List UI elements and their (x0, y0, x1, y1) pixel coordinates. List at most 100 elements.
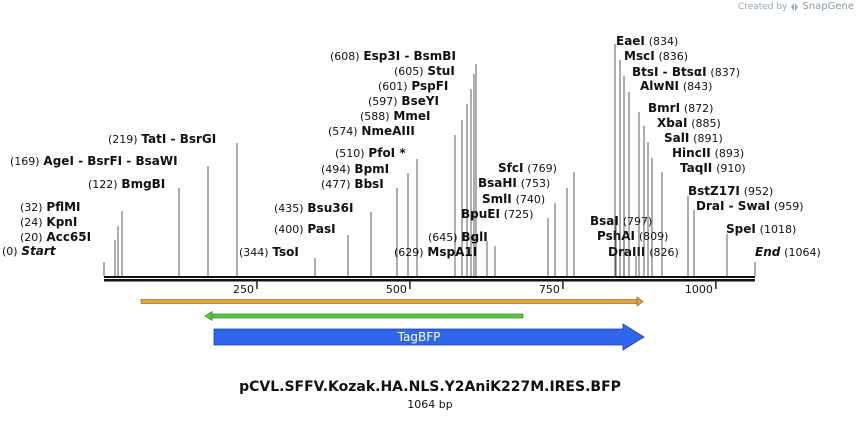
enzyme-name: NmeAIII (361, 124, 414, 138)
enzyme-separator: - (724, 199, 737, 213)
site-position: (952) (744, 185, 774, 198)
site-position: (574) (328, 125, 358, 138)
backbone-top-line (104, 276, 755, 278)
restriction-site-label: PshAI (809) (597, 229, 668, 243)
enzyme-name: HincII (672, 146, 711, 160)
restriction-site-label: (601) PspFI (378, 79, 448, 93)
restriction-site-label: DraIII (826) (608, 245, 679, 259)
site-position: (601) (378, 80, 408, 93)
enzyme-name: SmlI (482, 192, 512, 206)
restriction-site-label: EaeI (834) (616, 34, 678, 48)
enzyme-separator: - (74, 154, 87, 168)
ruler-tick-label: 750 (539, 283, 560, 296)
enzyme-name: BglI (461, 230, 487, 244)
enzyme-name: BstZ17I (688, 184, 740, 198)
site-position: (344) (239, 246, 269, 259)
restriction-site-label: (597) BseYI (368, 94, 439, 108)
restriction-site-label: BpuEI (725) (461, 207, 533, 221)
site-position: (32) (20, 201, 43, 214)
restriction-site-label: (510) PfoI * (335, 146, 406, 160)
plasmid-name: pCVL.SFFV.Kozak.HA.NLS.Y2AniK227M.IRES.B… (239, 379, 621, 395)
enzyme-name: BtsαI (672, 65, 707, 79)
restriction-site-label: BsaHI (753) (478, 176, 550, 190)
enzyme-name: KpnI (46, 215, 77, 229)
enzyme-name: TsoI (272, 245, 298, 259)
site-position: (769) (527, 162, 557, 175)
enzyme-name: PspFI (411, 79, 448, 93)
enzyme-name: SalI (664, 131, 689, 145)
feature-bar-green (211, 313, 524, 319)
site-position: (885) (691, 117, 721, 130)
restriction-site-label: (122) BmgBI (88, 177, 165, 191)
site-position: (836) (659, 50, 689, 63)
restriction-site-label: AlwNI (843) (640, 79, 712, 93)
site-position: (809) (639, 230, 669, 243)
enzyme-name: BseYI (401, 94, 439, 108)
enzyme-name: SwaI (738, 199, 770, 213)
enzyme-separator: - (166, 132, 179, 146)
site-position: (605) (394, 65, 424, 78)
restriction-site-label: (219) TatI - BsrGI (108, 132, 216, 146)
restriction-site-label: DraI - SwaI (959) (696, 199, 804, 213)
enzyme-name: BsrFI (87, 154, 122, 168)
enzyme-name: BbsI (354, 177, 383, 191)
restriction-site-label: MscI (836) (624, 49, 688, 63)
enzyme-name: SpeI (726, 222, 756, 236)
enzyme-name: PasI (307, 222, 335, 236)
restriction-site-label: SpeI (1018) (726, 222, 796, 236)
plasmid-length: 1064 bp (407, 398, 453, 411)
enzyme-name: SfcI (498, 161, 523, 175)
restriction-site-label: End (1064) (755, 245, 821, 259)
enzyme-name: BsaWI (135, 154, 177, 168)
enzyme-name: TaqII (680, 161, 712, 175)
enzyme-name: BsrGI (180, 132, 217, 146)
enzyme-name: Esp3I (363, 49, 400, 63)
enzyme-name: MscI (624, 49, 655, 63)
site-position: (753) (521, 177, 551, 190)
enzyme-name: MspA1I (427, 245, 477, 259)
site-position: (826) (649, 246, 679, 259)
site-position: (645) (428, 231, 458, 244)
restriction-site-label: (32) PflMI (20, 200, 81, 214)
restriction-site-label: (494) BpmI (321, 162, 389, 176)
site-position: (20) (20, 231, 43, 244)
site-position: (797) (623, 215, 653, 228)
restriction-site-label: (629) MspA1I (394, 245, 477, 259)
site-position: (477) (321, 178, 351, 191)
enzyme-name: BpuEI (461, 207, 500, 221)
restriction-site-label: HincII (893) (672, 146, 744, 160)
site-position: (893) (715, 147, 745, 160)
site-position: (24) (20, 216, 43, 229)
site-position: (400) (274, 223, 304, 236)
site-position: (891) (693, 132, 723, 145)
enzyme-name: BsmBI (414, 49, 456, 63)
restriction-site-label: (645) BglI (428, 230, 488, 244)
restriction-site-label: BstZ17I (952) (688, 184, 773, 198)
site-position: (725) (504, 208, 534, 221)
enzyme-name: EaeI (616, 34, 645, 48)
feature-arrowhead-green (204, 310, 213, 322)
restriction-site-label: (169) AgeI - BsrFI - BsaWI (10, 154, 178, 168)
restriction-site-label: (400) PasI (274, 222, 336, 236)
enzyme-name: AgeI (43, 154, 73, 168)
ruler-tick-label: 500 (386, 283, 407, 296)
enzyme-name: Start (21, 244, 56, 258)
restriction-site-label: (588) MmeI (360, 109, 430, 123)
feature-arrowhead-orange (636, 296, 644, 307)
restriction-site-label: (477) BbsI (321, 177, 384, 191)
snapgene-credit: Created by SnapGene (738, 1, 854, 12)
restriction-site-label: (344) TsoI (239, 245, 299, 259)
site-position: (959) (774, 200, 804, 213)
enzyme-name: PshAI (597, 229, 635, 243)
restriction-site-label: (608) Esp3I - BsmBI (330, 49, 456, 63)
credit-text: Created by (737, 1, 788, 12)
site-position: (910) (716, 162, 746, 175)
restriction-site-label: (435) Bsu36I (274, 201, 353, 215)
site-position: (740) (516, 193, 546, 206)
restriction-site-label: TaqII (910) (680, 161, 746, 175)
ruler-tick-label: 250 (233, 283, 254, 296)
restriction-site-label: (24) KpnI (20, 215, 77, 229)
enzyme-name: BtsI (632, 65, 659, 79)
restriction-site-label: BtsI - BtsαI (837) (632, 65, 740, 79)
